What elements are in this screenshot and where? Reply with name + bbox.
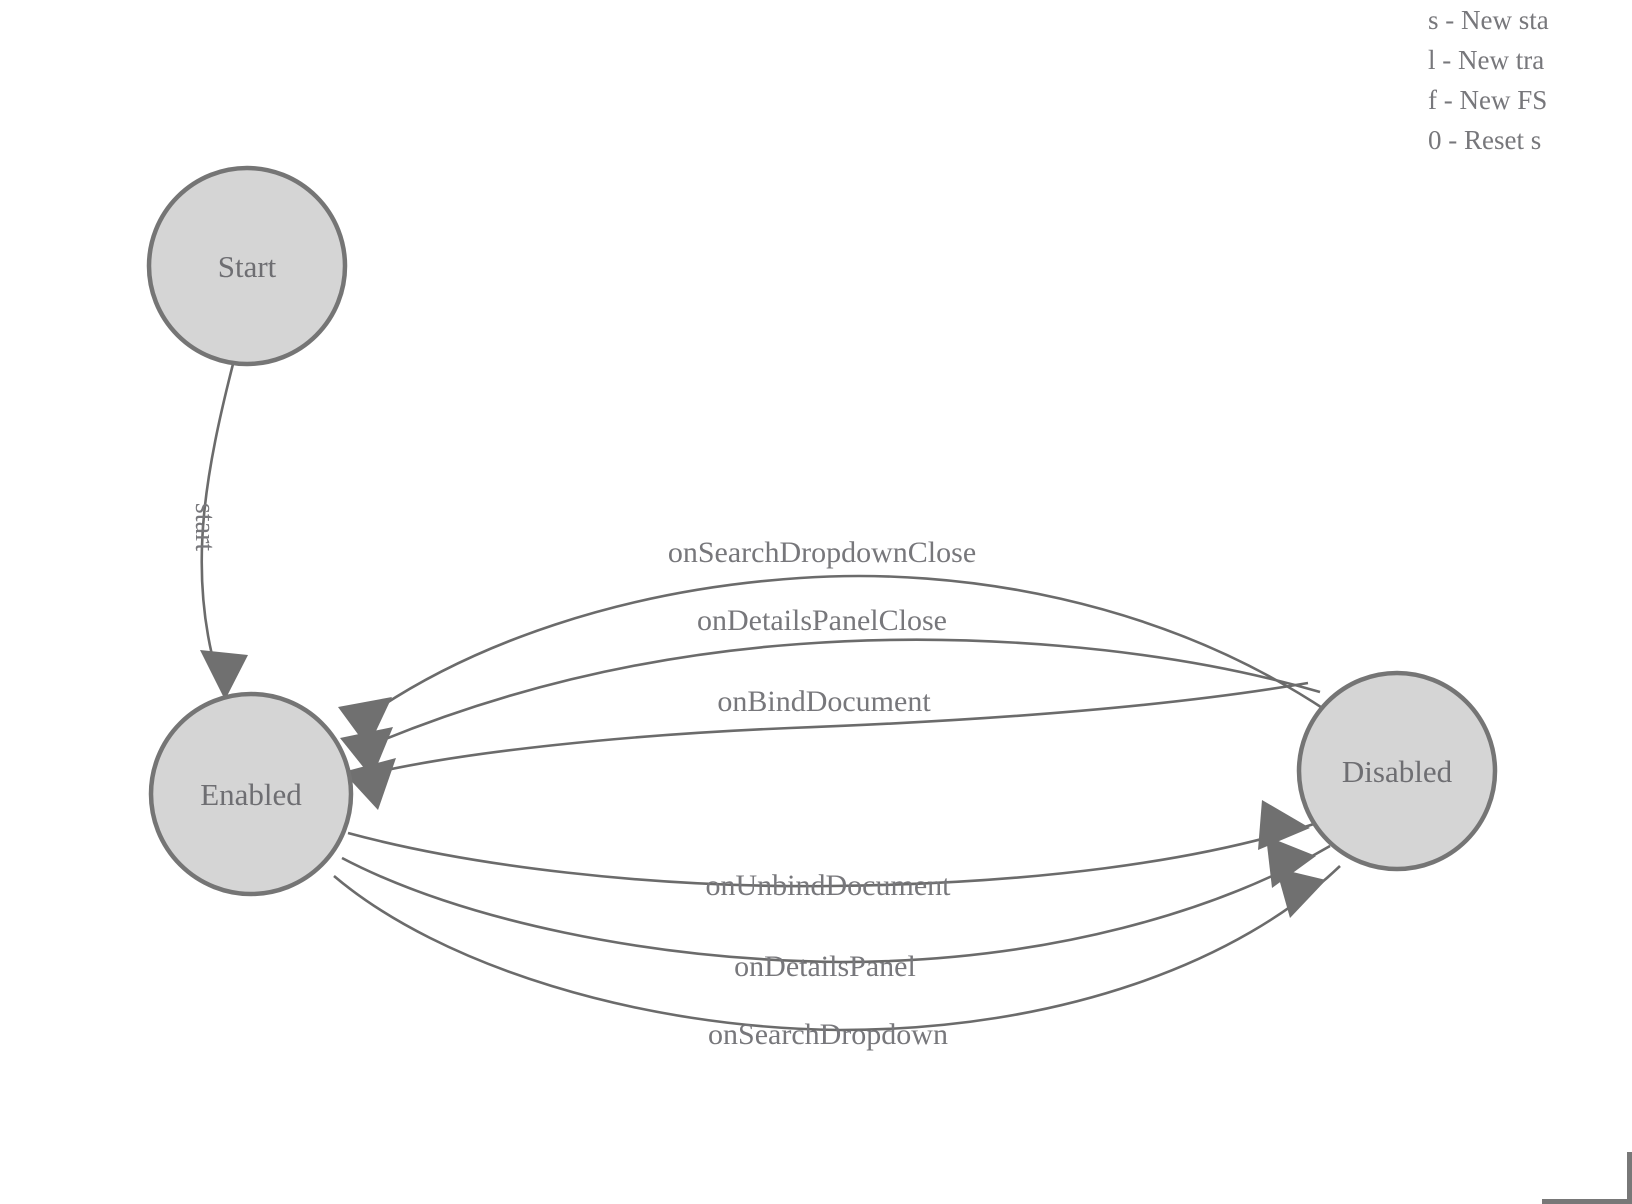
edge-disabled-enabled-bind[interactable]: onBindDocument	[343, 681, 1309, 810]
edge-disabled-enabled-search[interactable]: onSearchDropdownClose	[338, 536, 1328, 748]
help-line-new-transition: l - New tra	[1428, 45, 1545, 75]
state-node-disabled[interactable]: Disabled	[1296, 670, 1498, 872]
edge-label-onDetailsPanel: onDetailsPanel	[734, 950, 916, 983]
edge-disabled-enabled-bind-arrowhead	[343, 758, 396, 810]
edge-disabled-enabled-details[interactable]: onDetailsPanelClose	[340, 604, 1321, 778]
state-node-start[interactable]: Start	[146, 165, 348, 367]
edge-start-enabled-arrowhead	[200, 650, 248, 700]
edge-start-enabled[interactable]: start	[189, 363, 248, 700]
edge-disabled-enabled-details-path	[377, 638, 1321, 744]
help-line-reset: 0 - Reset s	[1428, 125, 1542, 155]
edge-enabled-disabled-unbind-path	[347, 820, 1321, 888]
state-node-disabled-circle[interactable]	[1296, 670, 1498, 872]
help-line-new-state: s - New sta	[1428, 5, 1549, 35]
edge-disabled-enabled-bind-path	[381, 681, 1309, 773]
edge-enabled-disabled-details-path	[341, 844, 1331, 964]
edge-label-onBindDocument: onBindDocument	[717, 685, 931, 718]
state-node-enabled-circle[interactable]	[148, 691, 354, 897]
state-node-start-label: Start	[218, 249, 277, 284]
state-node-enabled[interactable]: Enabled	[148, 691, 354, 897]
edge-enabled-disabled-details[interactable]: onDetailsPanel	[341, 836, 1331, 983]
edge-label-onUnbindDocument: onUnbindDocument	[706, 869, 952, 902]
edge-disabled-enabled-search-arrowhead	[338, 697, 392, 748]
edge-enabled-disabled-search-arrowhead	[1276, 868, 1326, 918]
edge-enabled-disabled-unbind-arrowhead	[1258, 800, 1310, 850]
edge-label-onSearchDropdown: onSearchDropdown	[708, 1018, 948, 1051]
edge-enabled-disabled-unbind[interactable]: onUnbindDocument	[347, 800, 1321, 902]
state-node-start-circle[interactable]	[146, 165, 348, 367]
edge-disabled-enabled-details-arrowhead	[340, 727, 393, 778]
edge-enabled-disabled-search-path	[333, 865, 1341, 1032]
edge-label-onSearchDropdownClose: onSearchDropdownClose	[668, 536, 976, 569]
help-line-new-fsm: f - New FS	[1428, 85, 1548, 115]
edge-label-onDetailsPanelClose: onDetailsPanelClose	[697, 604, 947, 637]
edge-disabled-enabled-search-path	[369, 574, 1328, 716]
edge-label-start: start	[189, 503, 220, 551]
edge-enabled-disabled-search[interactable]: onSearchDropdown	[333, 865, 1341, 1051]
canvas-corner-frame	[1542, 1152, 1632, 1204]
state-node-enabled-label: Enabled	[200, 777, 302, 812]
edge-start-enabled-path	[200, 363, 235, 656]
state-node-disabled-label: Disabled	[1342, 754, 1453, 789]
keyboard-shortcut-help-panel: s - New sta l - New tra f - New FS 0 - R…	[1428, 0, 1632, 160]
